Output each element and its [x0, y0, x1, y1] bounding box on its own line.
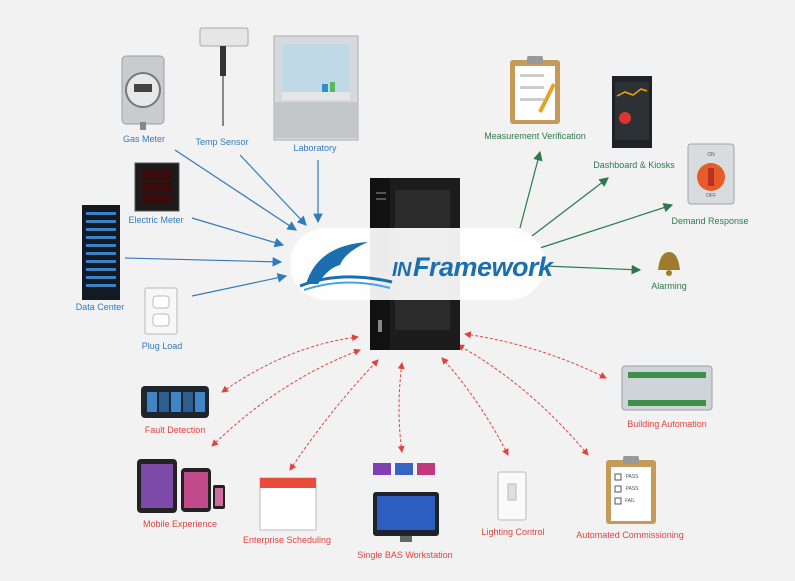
plug-load-icon: [144, 287, 178, 335]
switch-off-text: OFF: [706, 193, 716, 199]
data-center-icon: [82, 205, 120, 300]
logo-text: Framework: [413, 252, 553, 282]
arrow-gas-meter: [174, 149, 298, 231]
checklist-item-2: PASS: [625, 486, 639, 492]
output-arrows: [519, 150, 674, 275]
label-alarming: Alarming: [651, 281, 687, 291]
alarm-bell-icon: [658, 252, 680, 276]
label-plug-load: Plug Load: [141, 341, 183, 351]
input-arrows: [124, 149, 323, 297]
logo-prefix: IN: [392, 259, 412, 281]
arrow-data-center: [124, 256, 283, 267]
arrow-alarming: [544, 264, 642, 275]
arrow-mobile-experience: [211, 348, 361, 447]
label-measurement-verification: Measurement Verification: [484, 131, 586, 141]
mobile-devices-icon: [137, 459, 225, 513]
label-gas-meter: Gas Meter: [122, 134, 166, 144]
switch-on-text: ON: [707, 152, 715, 158]
fault-detection-icon: [141, 386, 209, 418]
label-electric-meter: Electric Meter: [128, 215, 184, 225]
label-enterprise-scheduling: Enterprise Scheduling: [242, 535, 332, 545]
label-building-automation: Building Automation: [627, 419, 707, 429]
label-temp-sensor: Temp Sensor: [195, 137, 249, 147]
framework-logo: INFramework: [392, 252, 553, 283]
label-data-center: Data Center: [75, 302, 125, 312]
temp-sensor-icon: [199, 27, 249, 126]
logo-swoosh-icon: [299, 242, 393, 291]
label-demand-response: Demand Response: [671, 216, 749, 226]
electric-meter-icon: [134, 162, 180, 212]
arrow-building-automation: [464, 331, 607, 379]
dashboard-kiosk-icon: [612, 76, 652, 148]
arrow-lighting-control: [441, 357, 509, 456]
label-fault-detection: Fault Detection: [144, 425, 206, 435]
gas-meter-icon: [121, 55, 165, 130]
arrow-electric-meter: [191, 217, 285, 248]
arrow-plug-load: [191, 273, 288, 297]
bidirectional-arrows: [211, 331, 607, 471]
building-automation-controller-icon: [621, 365, 713, 411]
label-mobile-experience: Mobile Experience: [142, 519, 218, 529]
arrow-measurement-verification: [519, 150, 543, 229]
demand-response-switch-icon: [687, 143, 735, 205]
label-automated-commissioning: Automated Commissioning: [576, 530, 684, 540]
light-switch-icon: [497, 471, 527, 521]
checklist-item-3: FAIL: [624, 498, 636, 504]
arrow-fault-detection: [221, 334, 359, 393]
label-single-bas-workstation: Single BAS Workstation: [357, 550, 453, 560]
label-lighting-control: Lighting Control: [481, 527, 545, 537]
arrow-enterprise-scheduling: [289, 359, 379, 471]
laboratory-icon: [273, 35, 359, 141]
workstation-icon: [373, 463, 439, 542]
arrow-dashboard-kiosks: [531, 177, 609, 237]
label-dashboard-kiosks: Dashboard & Kiosks: [593, 160, 675, 170]
clipboard-icon: [510, 56, 560, 124]
calendar-icon: [259, 477, 317, 531]
arrow-demand-response: [539, 203, 674, 249]
label-laboratory: Laboratory: [293, 143, 337, 153]
commissioning-clipboard-icon: [606, 456, 656, 524]
arrow-single-bas-workstation: [397, 362, 405, 453]
checklist-item-1: PASS: [625, 474, 639, 480]
arrow-temp-sensor: [239, 154, 307, 226]
